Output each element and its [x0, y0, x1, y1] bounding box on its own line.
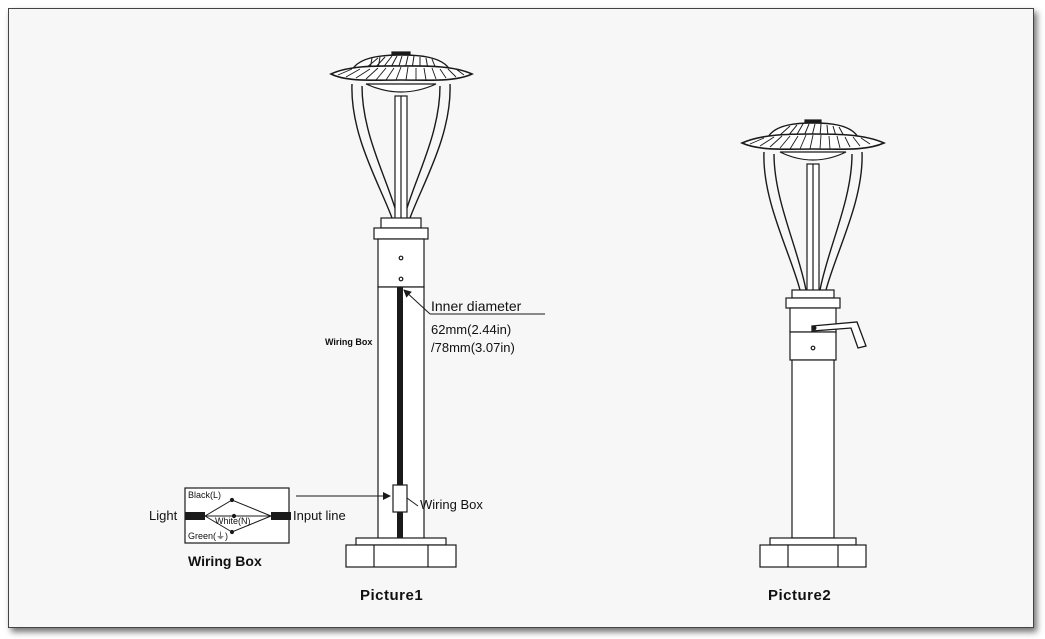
wire-white-label: White(N) [215, 516, 251, 526]
lamp-1-arm-left-outer [351, 83, 393, 219]
allen-key [811, 321, 867, 349]
lamp-2-base-top [769, 537, 857, 546]
lamp-2-lens [779, 151, 847, 161]
wire-green-label: Green(⏚) [188, 531, 228, 541]
wiring-box-side-label: Wiring Box [325, 337, 372, 347]
lamp-1-arm-right-outer [409, 83, 451, 219]
lamp-1-collar [373, 227, 429, 240]
picture2-caption: Picture2 [768, 587, 831, 604]
lamp-1 [329, 51, 474, 568]
inner-diameter-value-1: 62mm(2.44in) [431, 322, 511, 337]
lamp-2-arm-left-outer [763, 151, 801, 291]
lamp-2-arm-right-outer [825, 151, 863, 291]
inner-diameter-label: Inner diameter [431, 298, 522, 314]
wiring-box-callout-line [406, 497, 419, 507]
lamp-1-base [345, 544, 457, 568]
wiring-diagram-title: Wiring Box [188, 553, 262, 569]
wiring-light-terminal [185, 512, 205, 520]
lamp-2-arm-right-inner [819, 153, 853, 291]
lamp-1-arm-right-inner [403, 85, 441, 219]
lamp-2-collar-top [791, 289, 835, 299]
diagram-frame [8, 8, 1034, 628]
lamp-2-brim [740, 133, 886, 151]
lamp-2-collar [785, 297, 841, 309]
lamp-2-arm-left-inner [773, 153, 807, 291]
wiring-box-callout-label: Wiring Box [420, 497, 483, 512]
wire-black-label: Black(L) [188, 490, 221, 500]
lamp-1-wiring-box [392, 484, 408, 513]
lamp-1-base-top [355, 537, 447, 546]
wiring-diagram [184, 487, 291, 544]
input-line-label: Input line [293, 508, 346, 523]
inner-diameter-callout [403, 289, 545, 315]
inner-diameter-value-2: /78mm(3.07in) [431, 340, 515, 355]
wiring-input-terminal [271, 512, 291, 520]
lamp-2-base [759, 544, 867, 568]
lamp-1-cable [397, 287, 403, 545]
light-label: Light [149, 508, 178, 523]
lamp-1-arm-left-inner [361, 85, 399, 219]
lamp-1-lens [365, 83, 437, 93]
lamp-2-post [791, 359, 835, 539]
lamp-1-collar-top [380, 217, 422, 229]
lamp-1-brim [329, 65, 474, 82]
picture1-caption: Picture1 [360, 587, 423, 604]
lamp-1-junction-box [377, 238, 425, 288]
